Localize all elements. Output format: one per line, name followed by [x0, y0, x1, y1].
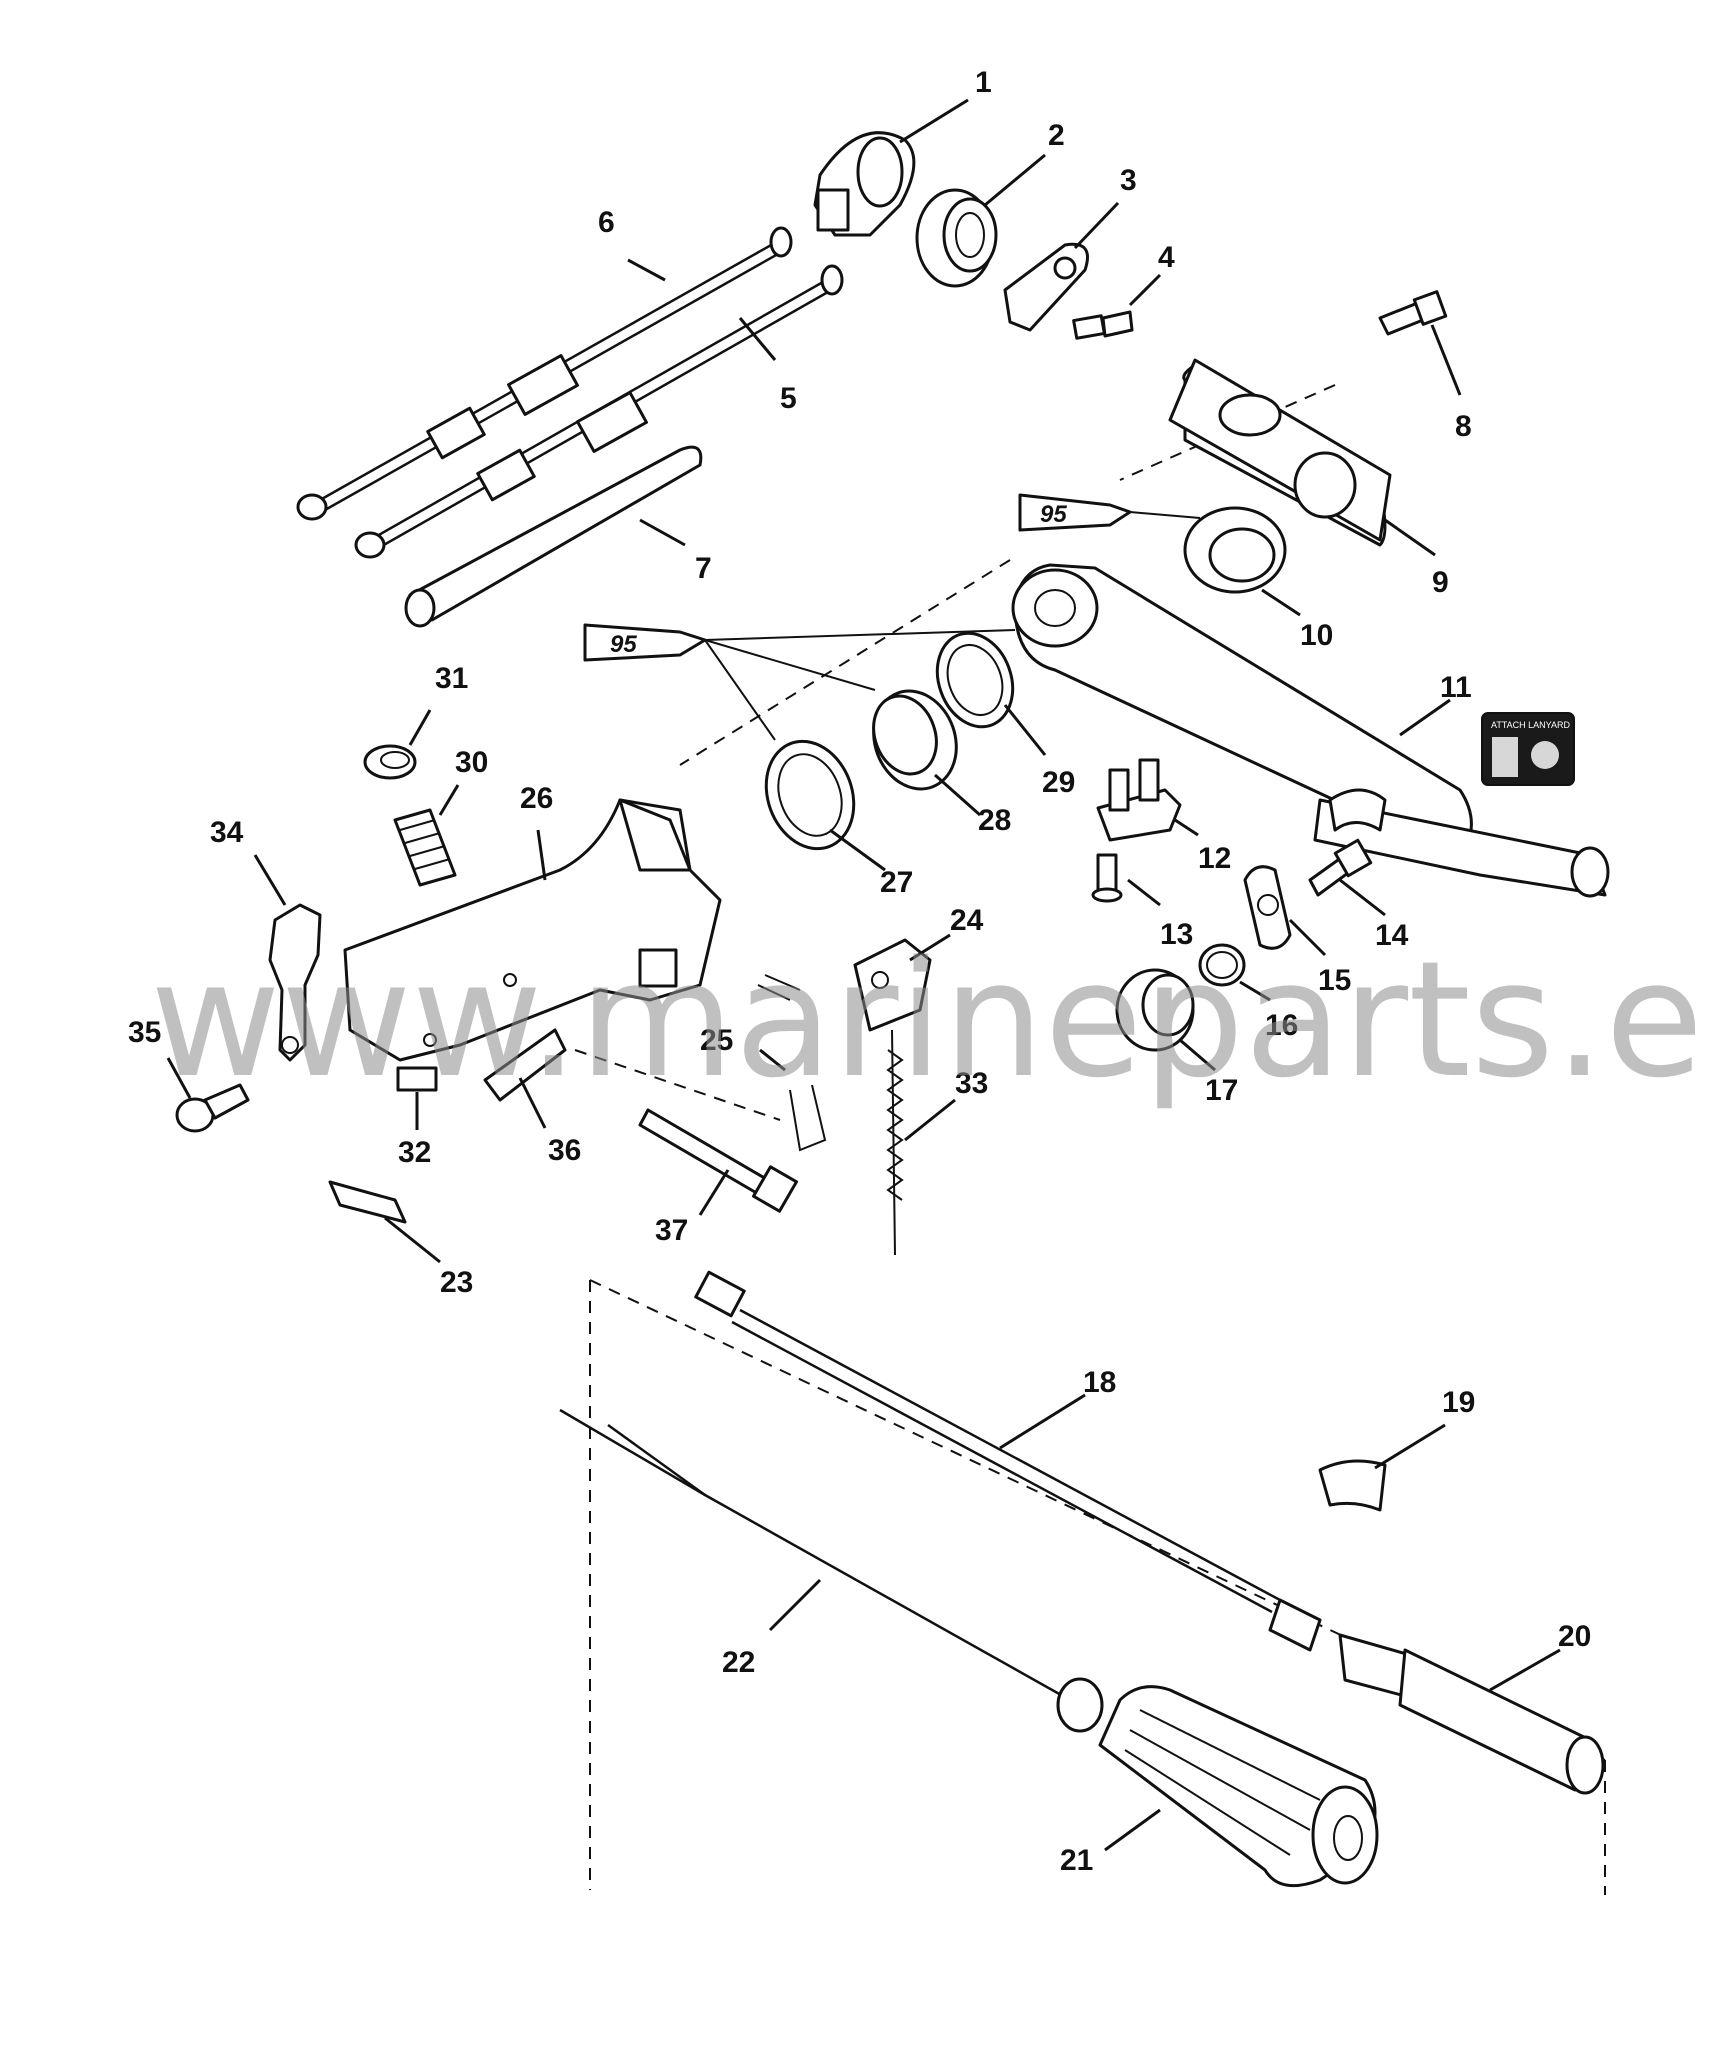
callout-5: 5 — [780, 382, 797, 415]
callout-22: 22 — [722, 1646, 755, 1679]
part-31-hose-clip — [363, 709, 432, 780]
part-33-lanyard — [886, 1029, 956, 1256]
callout-numbers: 1 2 3 4 5 6 7 8 9 10 11 12 13 14 15 16 1… — [128, 66, 1591, 1877]
part-1-clamp — [813, 98, 969, 237]
callout-13: 13 — [1160, 918, 1193, 951]
sealant-label-2: 95 — [610, 631, 637, 658]
callout-18: 18 — [1083, 1366, 1116, 1399]
sealant-tube-upper: 95 — [1018, 493, 1201, 532]
sealant-tube-lower: 95 — [583, 623, 1016, 741]
callout-25: 25 — [700, 1024, 733, 1057]
callout-7: 7 — [695, 552, 712, 585]
callout-2: 2 — [1048, 119, 1065, 152]
part-13-screw — [1091, 853, 1161, 907]
callout-32: 32 — [398, 1136, 431, 1169]
callout-19: 19 — [1442, 1386, 1475, 1419]
callout-27: 27 — [880, 866, 913, 899]
part-22-harness — [559, 1408, 1104, 1733]
callout-31: 31 — [435, 662, 468, 695]
part-16-o-ring — [1198, 943, 1271, 1002]
part-21-grip — [1098, 1685, 1379, 1888]
part-32-pad — [396, 1066, 438, 1130]
callout-10: 10 — [1300, 619, 1333, 652]
part-11-tiller-arm — [1011, 563, 1610, 898]
callout-8: 8 — [1455, 410, 1472, 443]
watermark: www.marineparts.eu — [150, 926, 1714, 1113]
part-37-pin — [638, 1108, 798, 1216]
part-8-bolt — [1378, 290, 1462, 396]
callout-24: 24 — [950, 904, 984, 937]
callout-15: 15 — [1318, 964, 1351, 997]
callout-1: 1 — [975, 66, 992, 99]
part-12-bracket — [1096, 758, 1199, 842]
sealant-label: 95 — [1040, 501, 1067, 528]
part-3-plate — [1003, 201, 1120, 332]
callout-20: 20 — [1558, 1620, 1591, 1653]
callout-36: 36 — [548, 1134, 581, 1167]
part-29-washer — [935, 631, 1047, 756]
part-17-knob — [1115, 968, 1216, 1072]
part-5-rod — [354, 264, 844, 559]
part-25-clip — [757, 974, 827, 1152]
part-20-grip-sleeve — [1338, 1633, 1605, 1795]
part-26-tiller-bracket — [343, 798, 722, 1062]
part-19-bushing — [1318, 1423, 1446, 1512]
callout-3: 3 — [1120, 164, 1137, 197]
callout-34: 34 — [210, 816, 244, 849]
callout-17: 17 — [1205, 1074, 1238, 1107]
callout-16: 16 — [1265, 1009, 1298, 1042]
callout-4: 4 — [1158, 241, 1175, 274]
part-7-sleeve — [404, 445, 703, 628]
part-27-ring — [764, 739, 886, 872]
part-10-grommet — [1183, 506, 1301, 617]
part-9-cover — [1168, 358, 1436, 557]
callout-29: 29 — [1042, 766, 1075, 799]
callout-21: 21 — [1060, 1844, 1093, 1877]
part-14-bolt — [1308, 838, 1386, 917]
callout-35: 35 — [128, 1016, 161, 1049]
part-4-screw — [1072, 273, 1162, 340]
part-18-throttle-shaft — [694, 1270, 1322, 1652]
part-24-stop-switch — [853, 933, 951, 1032]
callout-33: 33 — [955, 1067, 988, 1100]
callout-14: 14 — [1375, 919, 1409, 952]
part-36-plate — [483, 1028, 567, 1129]
callout-9: 9 — [1432, 566, 1449, 599]
part-28-bushing — [872, 689, 981, 817]
callout-11: 11 — [1440, 671, 1472, 704]
attach-lanyard-decal: ATTACH LANYARD — [1481, 712, 1575, 786]
part-2-friction-ring — [915, 153, 1046, 288]
part-30-spring — [393, 784, 460, 887]
callout-30: 30 — [455, 746, 488, 779]
callout-6: 6 — [598, 206, 615, 239]
part-6-rod — [296, 226, 793, 521]
part-35-shoulder-bolt — [166, 1057, 250, 1133]
callout-37: 37 — [655, 1214, 688, 1247]
decal-text: ATTACH LANYARD — [1491, 720, 1571, 730]
part-23-clip — [328, 1180, 441, 1264]
part-34-lever — [253, 854, 322, 1062]
callout-12: 12 — [1198, 842, 1231, 875]
callout-23: 23 — [440, 1266, 473, 1299]
callout-28: 28 — [978, 804, 1011, 837]
part-15-clip — [1243, 865, 1327, 957]
callout-26: 26 — [520, 782, 553, 815]
